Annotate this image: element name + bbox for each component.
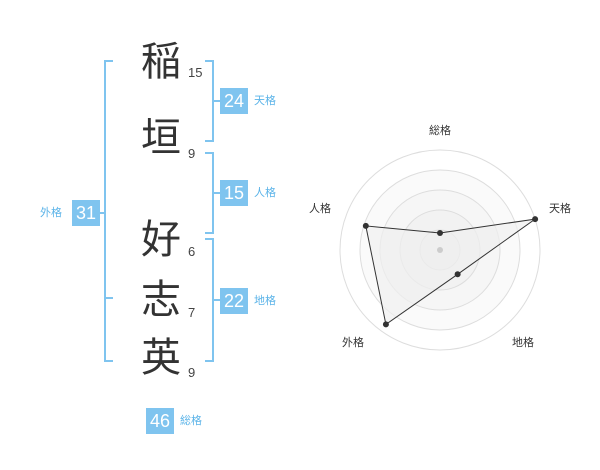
- radar-axis-label-jinkaku: 人格: [309, 201, 331, 215]
- radar-point-3: [454, 271, 461, 278]
- name-char-5: 英: [141, 335, 181, 381]
- chikaku-bracket: [205, 238, 214, 362]
- name-char-1: 稲: [141, 39, 181, 85]
- gaikaku-badge: 31: [72, 200, 101, 226]
- radar-axis-label-chikaku: 地格: [512, 335, 534, 349]
- stroke-count-5: 9: [188, 365, 196, 380]
- soukaku-badge: 46: [146, 408, 175, 434]
- radar-point-1: [437, 230, 443, 236]
- radar-axis-label-tenkaku: 天格: [549, 201, 571, 215]
- jinkaku-connector: [214, 192, 220, 194]
- radar-center-dot: [437, 247, 443, 253]
- tenkaku-bracket: [205, 60, 214, 142]
- name-char-2: 垣: [141, 115, 181, 161]
- tenkaku-connector: [214, 100, 220, 102]
- chikaku-badge: 22: [220, 288, 249, 314]
- radar-polygon: [365, 218, 536, 326]
- chikaku-connector: [214, 299, 220, 301]
- name-char-3: 好: [141, 217, 181, 263]
- chikaku-label: 地格: [254, 294, 276, 307]
- radar-point-4: [382, 321, 389, 328]
- jinkaku-label: 人格: [254, 186, 276, 199]
- stroke-count-3: 6: [188, 244, 196, 259]
- gaikaku-split-tick: [104, 297, 113, 299]
- radar-point-2: [532, 216, 539, 223]
- stroke-count-2: 9: [188, 146, 196, 161]
- stroke-count-1: 15: [188, 65, 203, 80]
- tenkaku-badge: 24: [220, 88, 249, 114]
- gaikaku-bracket: [104, 60, 113, 362]
- gaikaku-label: 外格: [40, 206, 62, 219]
- soukaku-label: 総格: [180, 414, 202, 427]
- jinkaku-badge: 15: [220, 180, 249, 206]
- gaikaku-connector: [98, 212, 104, 214]
- tenkaku-label: 天格: [254, 94, 276, 107]
- name-char-4: 志: [141, 277, 181, 323]
- radar-point-5: [362, 222, 369, 229]
- radar-axis-label-soukaku: 総格: [429, 123, 451, 137]
- radar-axis-label-gaikaku: 外格: [342, 335, 364, 349]
- radar-points: [362, 216, 539, 328]
- jinkaku-bracket: [205, 152, 214, 234]
- stroke-count-4: 7: [188, 305, 196, 320]
